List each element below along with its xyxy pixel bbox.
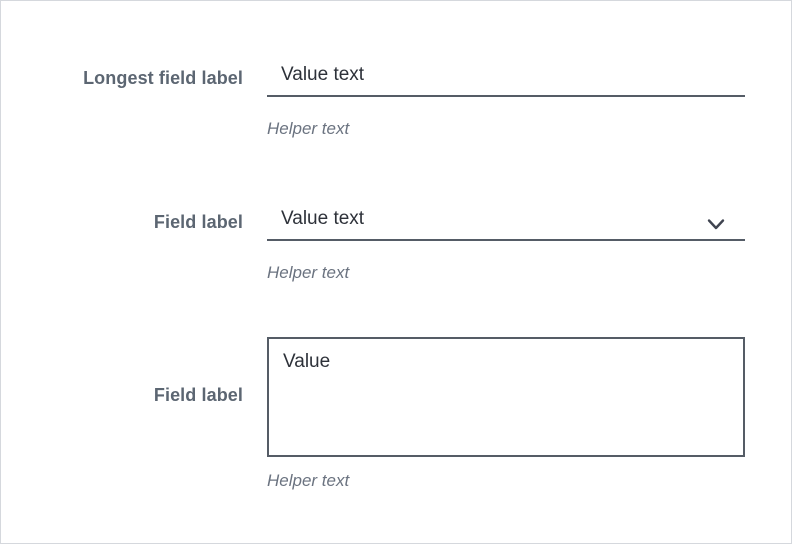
select-control[interactable]: Value text — [267, 205, 745, 241]
helper-text-text-input: Helper text — [267, 119, 350, 138]
field-label-longest: Longest field label — [83, 68, 243, 88]
chevron-down-icon[interactable] — [705, 213, 727, 235]
helper-text-textarea: Helper text — [267, 471, 350, 490]
text-input[interactable]: Value text — [267, 61, 745, 97]
text-input-control[interactable]: Value text — [267, 61, 745, 97]
select-input[interactable]: Value text — [267, 205, 745, 241]
helper-text-select: Helper text — [267, 263, 350, 282]
textarea-input[interactable]: Value — [267, 337, 745, 457]
text-input-value: Value text — [281, 64, 365, 85]
textarea-control[interactable]: Value — [267, 337, 745, 457]
select-value: Value text — [281, 208, 365, 229]
field-label-textarea: Field label — [153, 385, 243, 405]
textarea-value: Value — [283, 351, 331, 372]
field-label-select: Field label — [153, 212, 243, 232]
